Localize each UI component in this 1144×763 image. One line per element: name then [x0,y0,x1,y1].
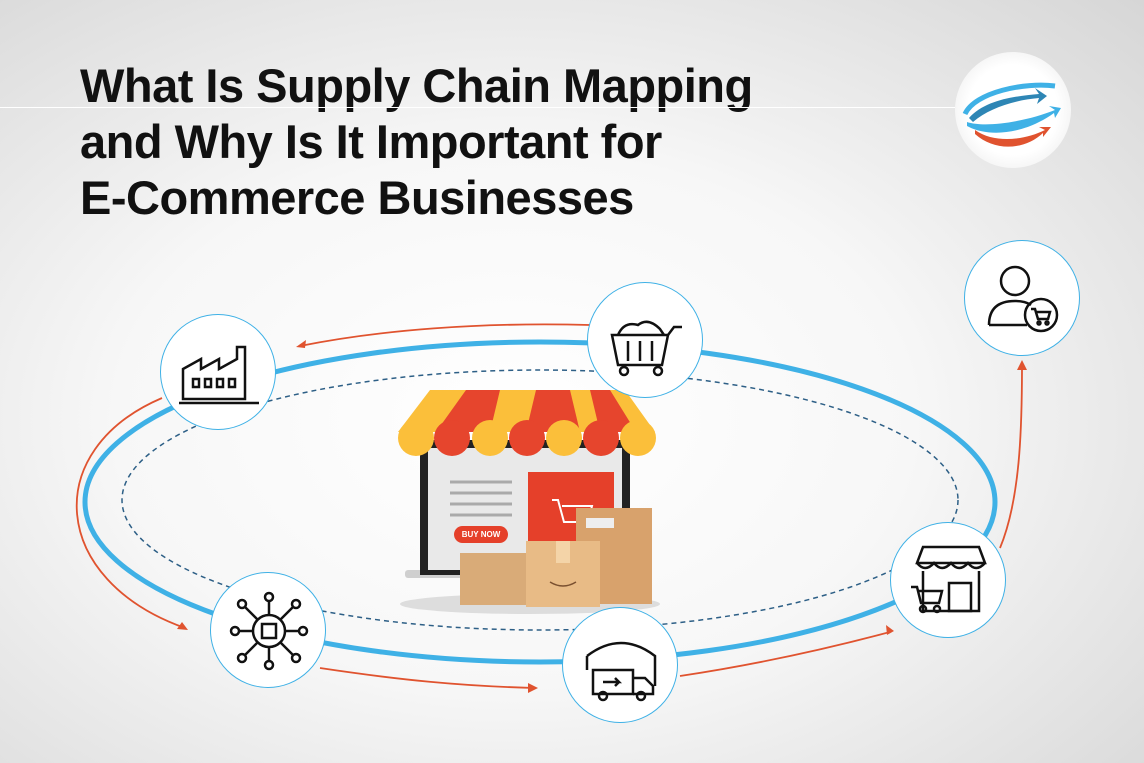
supply-loop-ring [82,339,998,665]
raw-materials-cart-icon [610,320,682,377]
online-store-illustration [398,390,660,614]
flow-arrow [999,364,1023,549]
title-line-2: and Why Is It Important for [80,115,662,168]
flow-arrows [75,323,1023,689]
flow-arrow [299,323,591,347]
title-divider [0,107,955,108]
retail-store-icon [911,545,987,614]
title-line-1: What Is Supply Chain Mapping [80,59,753,112]
customer-icon [987,265,1059,333]
retail-store-node [890,522,1006,638]
warehouse-node [562,607,678,723]
warehouse-truck-icon [585,641,657,702]
factory-icon [179,345,259,405]
flow-arrow [319,667,536,689]
buy-now-button: BUY NOW [454,526,508,543]
customer-node [964,240,1080,356]
dashed-inner-ring [121,369,959,631]
distribution-node [210,572,326,688]
page-title: What Is Supply Chain Mapping and Why Is … [80,58,753,226]
flow-arrow [679,631,891,677]
distribution-network-icon [229,591,309,671]
flow-arrow [75,397,186,629]
brand-logo [955,52,1071,168]
title-line-3: E-Commerce Businesses [80,171,634,224]
arrows-logo-icon [962,82,1061,147]
raw-materials-node [587,282,703,398]
arrowheads [177,340,1027,693]
factory-node [160,314,276,430]
